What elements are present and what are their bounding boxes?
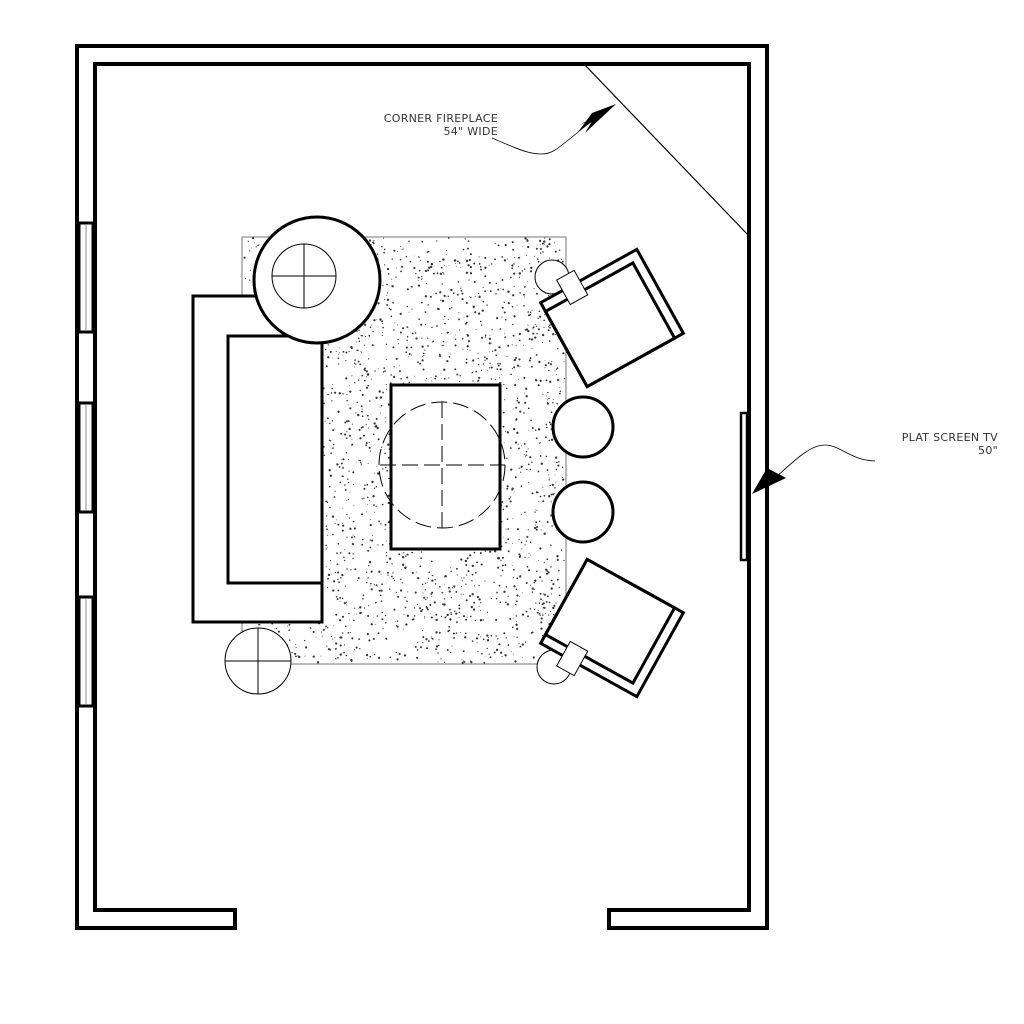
fireplace-label-line2: 54" WIDE	[443, 125, 498, 138]
floor-lamp	[224, 627, 292, 695]
window	[77, 221, 95, 334]
ottoman	[551, 480, 615, 544]
coffee-table	[378, 383, 506, 551]
corner-fireplace	[583, 63, 750, 237]
tv-leader	[752, 444, 876, 494]
windows	[77, 221, 95, 708]
window	[77, 401, 95, 514]
tv-label-line1: PLAT SCREEN TV	[901, 431, 998, 444]
round-side-table	[252, 215, 382, 345]
ottoman	[551, 395, 615, 459]
window	[77, 595, 95, 708]
fireplace-label-line1: CORNER FIREPLACE	[383, 112, 498, 125]
fireplace-leader	[491, 104, 616, 155]
armchair	[538, 557, 686, 699]
tv-label: PLAT SCREEN TV 50"	[840, 431, 998, 457]
arrow-icon	[752, 468, 786, 494]
tv-label-line2: 50"	[978, 444, 998, 457]
sofa	[191, 294, 324, 624]
armchair	[538, 247, 686, 389]
walls	[75, 44, 769, 930]
flat-screen-tv	[739, 411, 749, 562]
fireplace-label: CORNER FIREPLACE 54" WIDE	[340, 112, 498, 138]
